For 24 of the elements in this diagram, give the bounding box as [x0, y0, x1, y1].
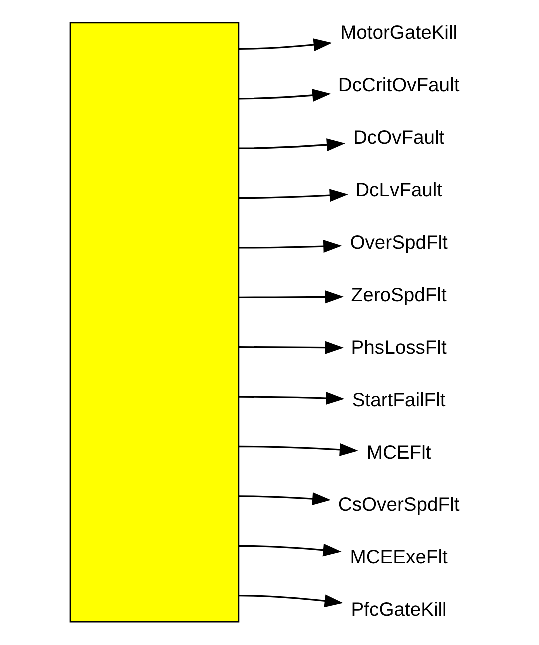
node-text: ZeroSpdFlt	[350, 285, 446, 306]
node-text: MCEExeFlt	[350, 548, 448, 569]
node-text: DcCritOvFault	[338, 76, 460, 97]
arrow	[238, 492, 331, 506]
arrow	[238, 138, 346, 152]
node-text: StartFailFlt	[352, 390, 446, 412]
node-text: PhsLossFlt	[350, 338, 446, 359]
node-text: MotorGateKill	[340, 23, 458, 44]
arrow	[238, 544, 342, 557]
arrow	[238, 594, 343, 608]
node-text: MCEFlt	[366, 442, 431, 464]
arrow	[238, 38, 332, 52]
arrow	[238, 189, 348, 202]
node-text: OverSpdFlt	[350, 232, 448, 254]
arrow	[238, 341, 344, 354]
arrow	[238, 443, 358, 456]
arrow	[238, 392, 344, 405]
arrow	[238, 89, 331, 102]
node-text: DcLvFault	[355, 180, 442, 202]
node-text: DcOvFault	[352, 128, 444, 150]
node-text: PfcGateKill	[350, 600, 446, 622]
arrow	[238, 290, 344, 304]
node-text: CsOverSpdFlt	[338, 495, 460, 516]
arrow	[238, 240, 342, 254]
